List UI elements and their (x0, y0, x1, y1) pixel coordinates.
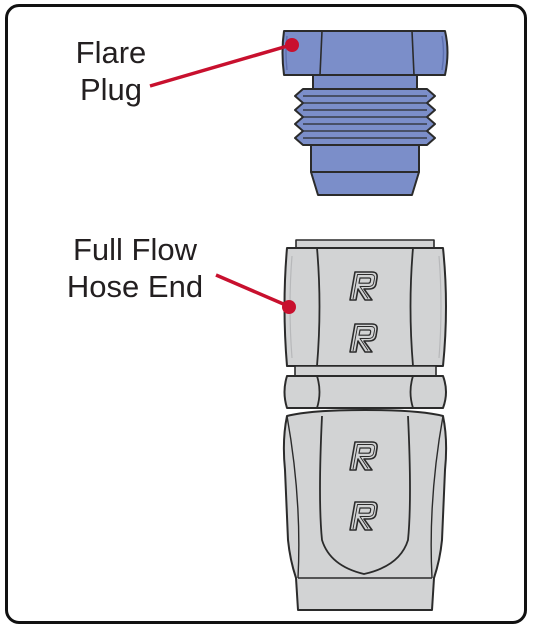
hose-end-top-flange (295, 239, 435, 249)
flare-plug-label: Flare Plug (60, 34, 162, 108)
hose-end-label-line1: Full Flow (72, 232, 197, 267)
flare-plug-part (281, 30, 449, 196)
flare-plug-label-line2: Plug (79, 72, 143, 107)
flare-plug-neck (312, 74, 418, 90)
hose-end-leader (215, 273, 296, 314)
flare-plug-hex-head (281, 30, 449, 76)
hose-end-collar (294, 365, 437, 377)
hose-end-upper-hex (283, 247, 447, 367)
flare-plug-threads (294, 88, 436, 146)
flare-plug-cone (310, 171, 420, 196)
hose-end-socket (282, 409, 448, 611)
flare-plug-leader (149, 38, 299, 88)
flare-plug-shank (310, 144, 420, 173)
hose-end-label: Full Flow Hose End (50, 231, 220, 305)
hose-end-part (282, 239, 448, 611)
hose-end-lower-hex (283, 375, 447, 409)
diagram-frame (5, 4, 527, 624)
hose-end-label-line2: Hose End (66, 269, 204, 304)
flare-plug-label-line1: Flare (75, 35, 147, 70)
